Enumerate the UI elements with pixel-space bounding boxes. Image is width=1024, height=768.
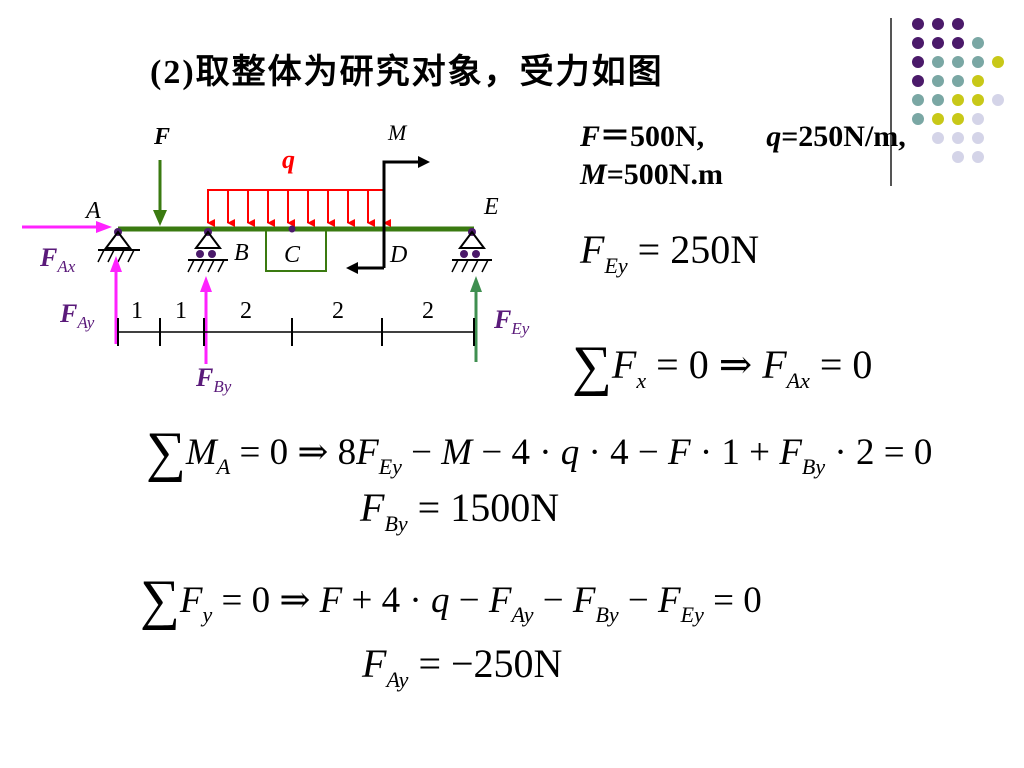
slide-title: (2)取整体为研究对象，受力如图	[150, 54, 664, 91]
dot-row-6	[912, 113, 984, 125]
equation-sum-Fy: ∑Fy = 0 ⇒ F + 4 · q − FAy − FBy − FEy = …	[140, 569, 762, 631]
dim-label-1: 1	[131, 298, 143, 324]
dot-row-4	[912, 75, 984, 87]
dim-label-3: 2	[240, 298, 252, 324]
label-C: C	[284, 242, 301, 268]
label-E: E	[483, 194, 499, 220]
equation-FBy-value: 1500N	[450, 485, 560, 530]
dot-row-5	[912, 94, 1004, 106]
label-FEy: FEy	[493, 305, 530, 338]
label-D: D	[389, 242, 407, 268]
dot-row-7	[932, 132, 984, 144]
equation-sum-Fx: ∑Fx = 0 ⇒ FAx = 0	[572, 335, 873, 397]
support-A	[97, 228, 140, 263]
given-line-2: M=500N.m	[580, 156, 906, 194]
dot-row-3	[912, 56, 1004, 68]
equation-FBy: FBy = 1500N	[360, 485, 560, 536]
equation-FAy-value: −250N	[451, 641, 563, 686]
label-A: A	[84, 198, 101, 224]
equation-FEy: FEy = 250N	[580, 227, 760, 278]
dot-row-1	[912, 18, 964, 30]
reaction-FEy-arrow	[470, 276, 482, 362]
decorative-dot-grid	[912, 18, 1004, 163]
given-M-value: =500N.m	[606, 158, 723, 191]
label-FBy: FBy	[195, 363, 232, 396]
given-line-1: F＝500N, q=250N/m,	[580, 118, 906, 156]
divider-line	[890, 18, 892, 186]
given-values: F＝500N, q=250N/m, M=500N.m	[580, 118, 906, 194]
support-E	[451, 228, 492, 273]
moment-M	[346, 156, 430, 274]
equation-FAy: FAy = −250N	[362, 641, 563, 692]
section-box-C	[265, 228, 327, 272]
label-FAx: FAx	[39, 243, 76, 276]
reaction-FBy-arrow	[200, 276, 212, 364]
equation-FEy-value: 250N	[670, 227, 760, 272]
dim-label-4: 2	[332, 298, 344, 324]
reaction-FAx-arrow	[22, 221, 112, 233]
dim-label-5: 2	[422, 298, 434, 324]
label-FAy: FAy	[59, 299, 95, 332]
given-F-value: ＝500N,	[600, 120, 705, 153]
given-F-label: F	[580, 120, 601, 153]
given-q-label: q	[766, 120, 782, 153]
distributed-load-q	[207, 189, 391, 227]
dot-row-2	[912, 37, 984, 49]
reaction-FAy-arrow	[110, 256, 122, 344]
given-q-value: =250N/m,	[781, 120, 906, 153]
support-B	[187, 228, 228, 273]
point-C	[288, 225, 296, 233]
label-F: F	[153, 124, 170, 150]
dot-row-8	[952, 151, 984, 163]
label-M: M	[387, 120, 408, 145]
given-M-label: M	[580, 158, 607, 191]
beam-diagram: F q M	[22, 120, 530, 396]
equation-sum-MA: ∑MA = 0 ⇒ 8FEy − M − 4 · q · 4 − F · 1 +…	[146, 421, 933, 483]
label-B: B	[234, 240, 249, 266]
force-F-arrow	[153, 160, 167, 226]
dimension-line	[117, 318, 475, 346]
dim-label-2: 1	[175, 298, 187, 324]
label-q: q	[282, 145, 295, 174]
